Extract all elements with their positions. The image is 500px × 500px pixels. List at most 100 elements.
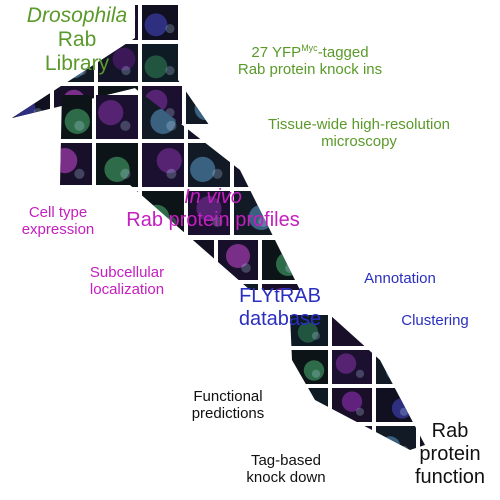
library-title-line1: Drosophila <box>26 4 128 27</box>
knockins-line2: Rab protein knock ins <box>237 61 383 79</box>
microscopy-tile <box>174 240 214 280</box>
tile-tissue-shape <box>98 100 124 126</box>
tile-highlight <box>350 169 360 179</box>
tile-highlight <box>74 168 85 179</box>
tile-tissue-shape <box>60 148 78 174</box>
microscopy-tile <box>230 5 240 40</box>
microscopy-tile <box>12 86 50 124</box>
annotation-label: Annotation <box>345 270 455 287</box>
tile-tissue-shape <box>144 13 168 37</box>
subcellular-label: Subcellular localization <box>74 264 180 299</box>
rab-function-label: Rab protein function <box>405 420 495 489</box>
tile-highlight <box>444 408 452 416</box>
knockdown-label: Tag-based knock down <box>232 452 340 487</box>
tile-tissue-shape <box>385 360 407 381</box>
profiles-line2: Rab protein profiles <box>126 209 300 231</box>
tile-highlight <box>350 217 360 227</box>
tile-tissue-shape <box>226 244 250 268</box>
tile-highlight <box>166 120 177 131</box>
rab-function-line3: function <box>414 466 486 488</box>
cell-type-label: Cell type expression <box>8 204 108 239</box>
tile-tissue-shape <box>144 55 168 79</box>
tile-highlight <box>209 108 219 118</box>
microscopy-tile <box>174 284 214 290</box>
tile-tissue-shape <box>104 156 130 182</box>
tile-tissue-shape <box>297 322 319 343</box>
tile-tissue-shape <box>156 148 182 174</box>
tile-tissue-shape <box>242 148 268 174</box>
tile-highlight <box>120 120 131 131</box>
tile-tissue-shape <box>379 436 401 450</box>
tile-tissue-shape <box>347 429 369 450</box>
rab-function-line2: protein <box>419 443 481 465</box>
cell-type-line2: expression <box>21 221 95 239</box>
tile-tissue-shape <box>196 196 222 222</box>
tile-highlight <box>209 24 219 34</box>
microscopy-label: Tissue-wide high-resolution microscopy <box>238 116 480 151</box>
tile-tissue-shape <box>334 205 359 230</box>
tile-tissue-shape <box>303 360 325 381</box>
knockins-sup: Myc <box>301 43 318 53</box>
database-line2: database <box>238 308 322 330</box>
tile-tissue-shape <box>64 108 90 134</box>
tile-highlight <box>197 263 207 273</box>
tile-highlight <box>212 120 223 131</box>
tile-highlight <box>253 24 262 33</box>
tile-highlight <box>166 168 177 179</box>
tile-tissue-shape <box>341 391 363 412</box>
tile-tissue-shape <box>328 148 353 173</box>
subcellular-line1: Subcellular <box>89 264 165 281</box>
tile-highlight <box>258 168 269 179</box>
tile-highlight <box>355 331 365 340</box>
tile-highlight <box>304 169 314 179</box>
library-title: Drosophila Rab Library <box>2 4 152 76</box>
tile-tissue-shape <box>190 156 216 182</box>
microscopy-tile <box>186 86 226 124</box>
tile-highlight <box>355 407 365 416</box>
tile-highlight <box>165 24 175 34</box>
tile-highlight <box>329 263 339 273</box>
tile-highlight <box>311 369 321 378</box>
knockins-label: 27 YFPMyc-tagged Rab protein knock ins <box>200 44 420 79</box>
microscopy-line1: Tissue-wide high-resolution <box>267 116 451 133</box>
tile-tissue-shape <box>308 244 332 268</box>
tile-tissue-shape <box>150 108 176 134</box>
tile-highlight <box>165 66 175 76</box>
microscopy-tile <box>306 240 346 280</box>
tile-tissue-shape <box>138 296 162 320</box>
tile-tissue-shape <box>245 90 268 113</box>
tile-tissue-shape <box>194 5 218 29</box>
functional-line1: Functional <box>193 388 263 405</box>
tile-tissue-shape <box>245 13 268 36</box>
microscopy-tile <box>420 350 425 384</box>
tile-highlight <box>212 216 223 227</box>
clustering-text: Clustering <box>401 312 469 329</box>
tile-highlight <box>153 307 163 317</box>
tile-highlight <box>120 168 131 179</box>
tile-highlight <box>209 108 219 118</box>
tile-highlight <box>74 120 85 131</box>
profiles-label: In vivo Rab protein profiles <box>108 186 318 232</box>
tile-tissue-shape <box>347 315 369 336</box>
microscopy-tile <box>376 350 416 384</box>
rab-function-line1: Rab <box>431 420 469 442</box>
tile-highlight <box>444 332 452 340</box>
tile-highlight <box>311 407 321 416</box>
microscopy-line2: microscopy <box>321 133 397 151</box>
tile-highlight <box>399 331 409 340</box>
tile-tissue-shape <box>112 47 136 71</box>
tile-highlight <box>241 263 251 273</box>
tile-highlight <box>355 445 365 450</box>
tile-highlight <box>285 263 295 273</box>
tile-highlight <box>121 66 131 76</box>
annotation-text: Annotation <box>364 270 436 287</box>
tile-highlight <box>444 370 452 378</box>
database-line1: FLYtRAB <box>239 285 321 307</box>
microscopy-tile <box>326 191 368 235</box>
microscopy-tile <box>290 388 328 422</box>
tile-highlight <box>212 168 223 179</box>
profiles-line1: In vivo <box>184 186 242 208</box>
tile-highlight <box>197 307 207 317</box>
